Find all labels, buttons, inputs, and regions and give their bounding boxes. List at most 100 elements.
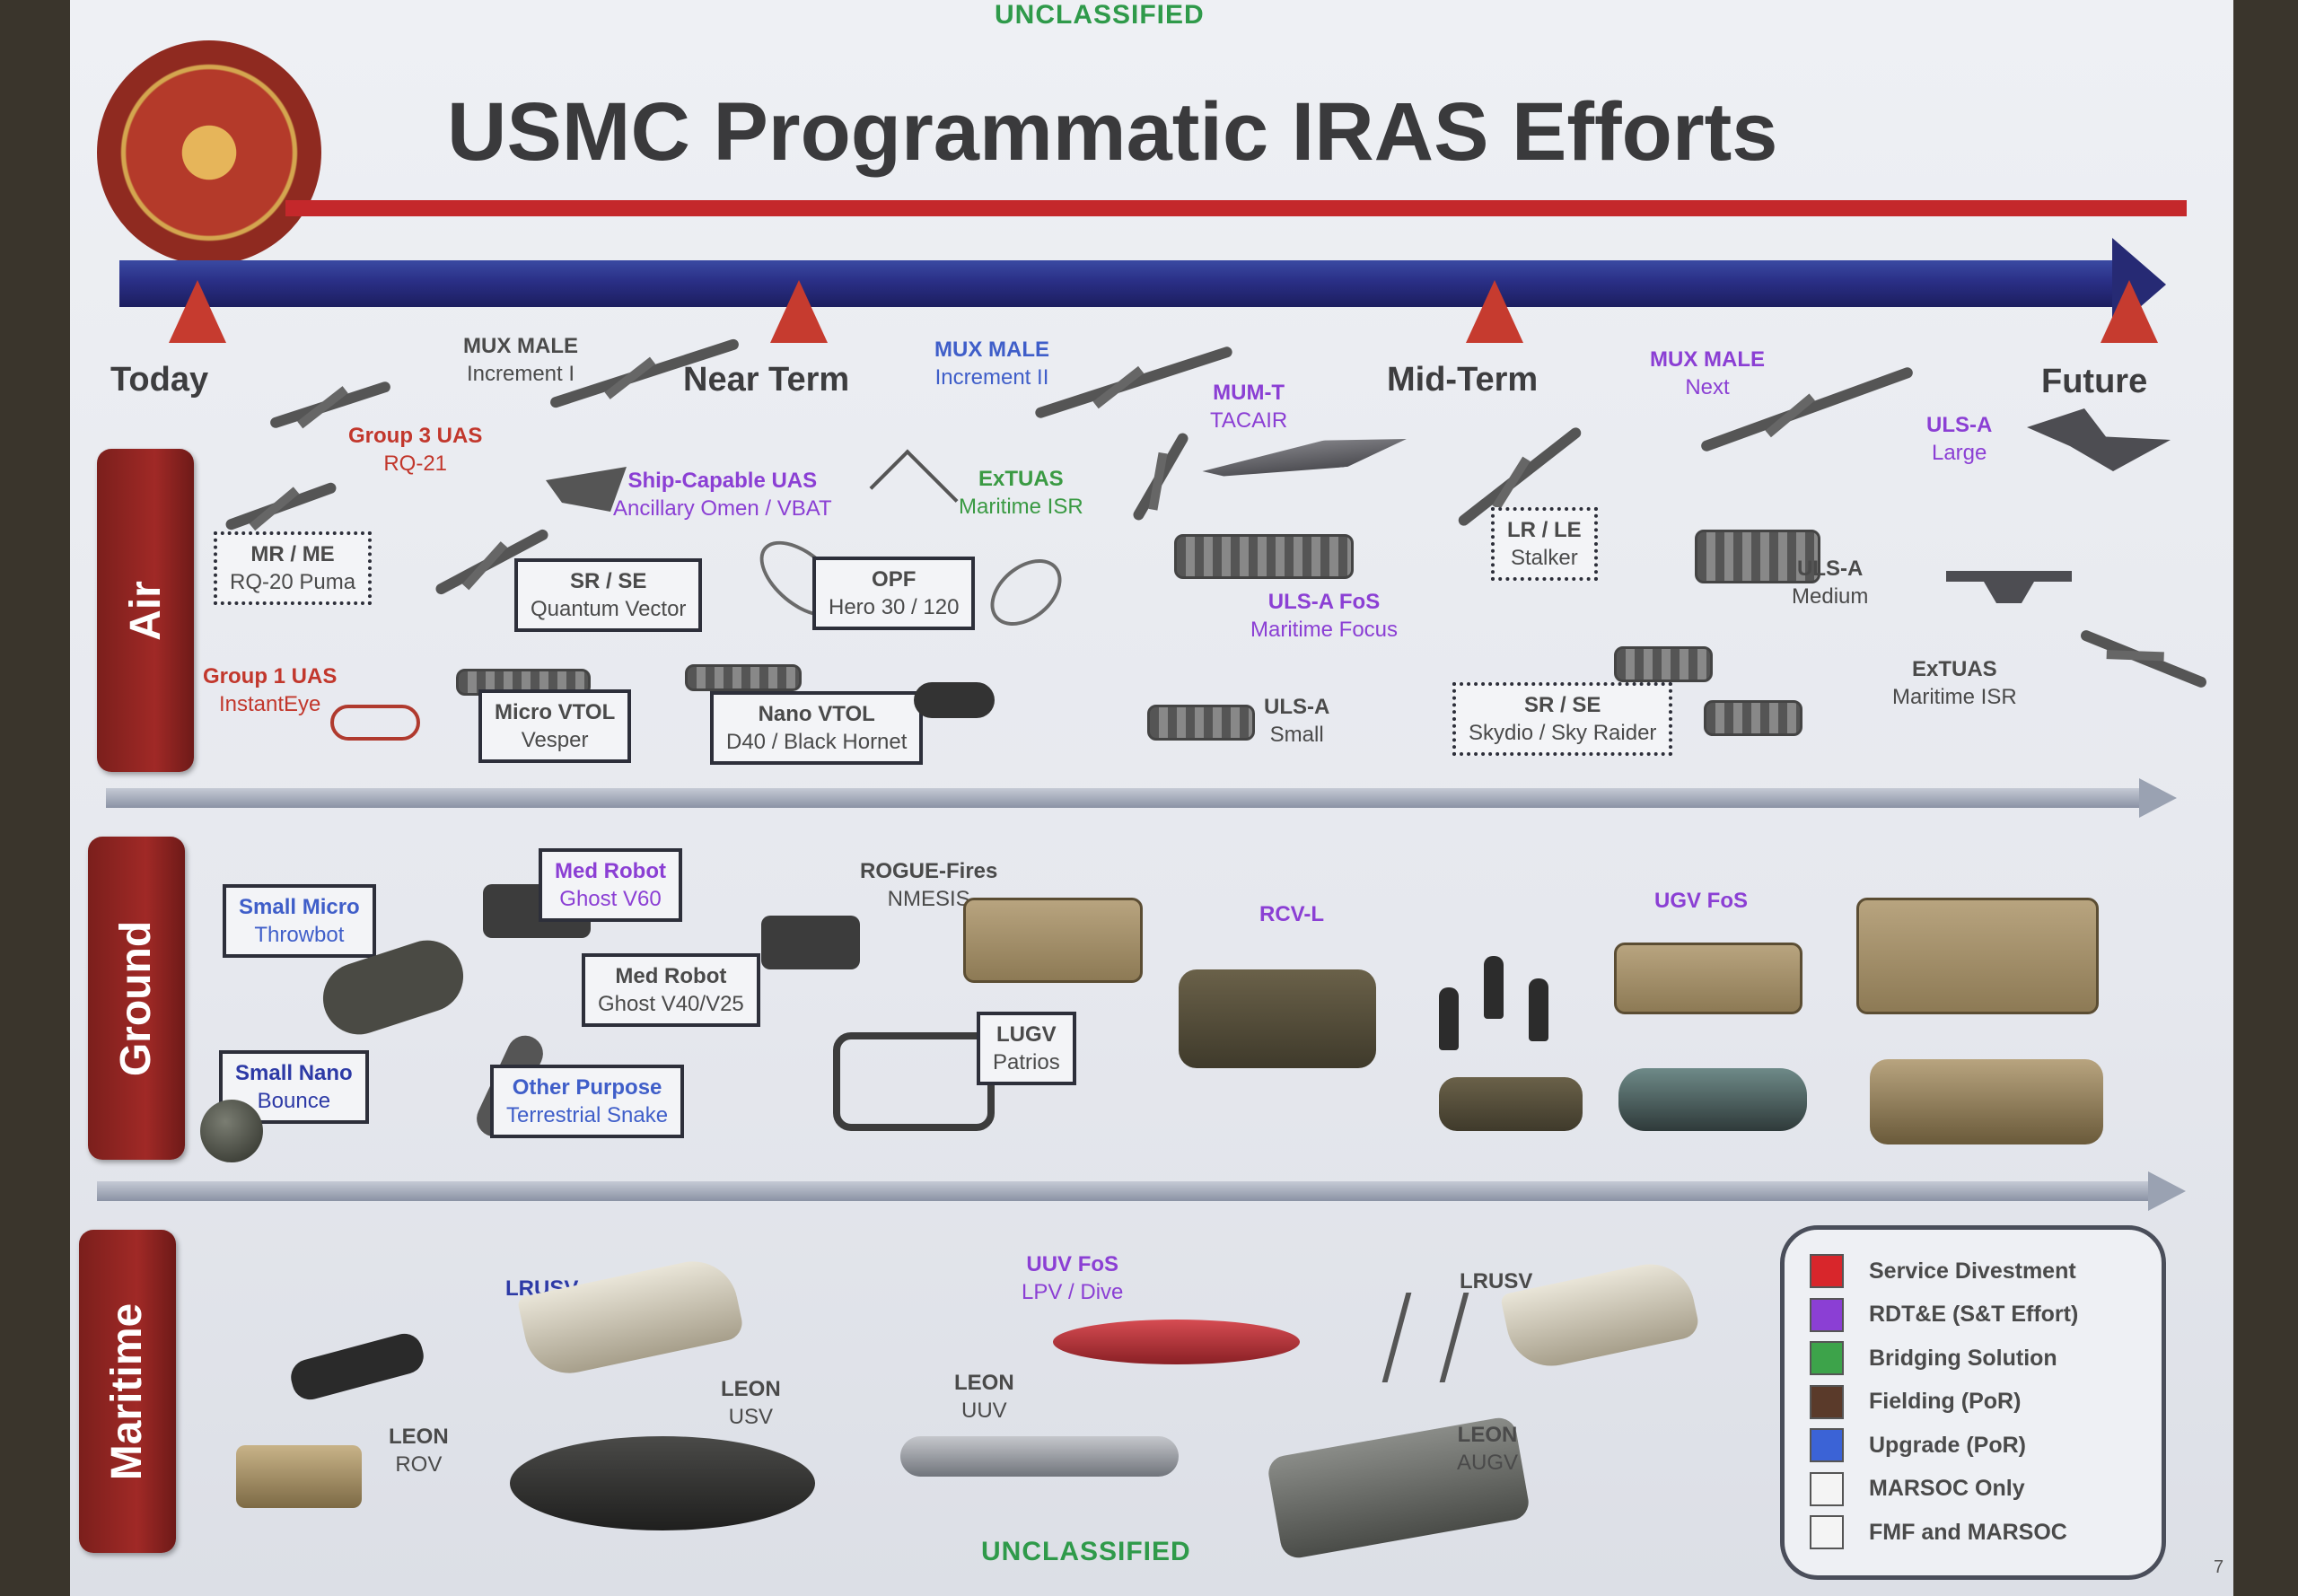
divider-arrowhead — [2148, 1171, 2186, 1211]
small-ugv-icon — [1439, 1077, 1583, 1131]
ugv-utility-vehicle-icon — [1614, 943, 1802, 1014]
legend-row: Upgrade (PoR) — [1810, 1424, 2136, 1468]
ulsa-fos-quadcopter-icon — [1174, 534, 1354, 579]
puma-drone-icon — [224, 481, 338, 531]
leon-rov-icon — [236, 1445, 362, 1508]
ulsa-small-quadcopter-icon — [1147, 705, 1255, 741]
launcher-icon — [1381, 1293, 1469, 1382]
tiltrotor-aircraft-icon — [1946, 571, 2072, 603]
marine-figure-icon — [1529, 978, 1548, 1041]
tracked-ugv-icon — [1870, 1059, 2103, 1144]
classification-top: UNCLASSIFIED — [995, 0, 1205, 30]
milestone-marker-future — [2101, 280, 2158, 343]
mux-male-inc2-drone-icon — [1033, 345, 1234, 420]
legend-swatch — [1810, 1341, 1844, 1376]
divider-arrow-air-ground — [106, 788, 2144, 808]
legend-label: RDT&E (S&T Effort) — [1869, 1302, 2079, 1328]
skydio-drone-icon — [1614, 646, 1713, 682]
milestone-marker-mid-term — [1466, 280, 1523, 343]
legend-swatch — [1810, 1471, 1844, 1506]
jltv-vehicle-icon — [1856, 898, 2099, 1014]
marine-figure-icon — [1439, 987, 1459, 1050]
legend-row: Bridging Solution — [1810, 1337, 2136, 1381]
vbat-drone-icon — [869, 449, 959, 539]
domain-tab-ground: Ground — [88, 837, 185, 1160]
legend-swatch — [1810, 1254, 1844, 1289]
timeline-bar — [119, 260, 2130, 307]
classification-bottom: UNCLASSIFIED — [981, 1537, 1191, 1566]
legend-row: Fielding (PoR) — [1810, 1381, 2136, 1425]
page-title: USMC Programmatic IRAS Efforts — [447, 86, 1778, 178]
milestone-marker-today — [169, 280, 226, 343]
milestone-label-near-term: Near Term — [683, 361, 850, 399]
legend-label: Bridging Solution — [1869, 1345, 2057, 1371]
ghost-v40-robot-dog-icon — [761, 916, 860, 969]
eagle-globe-anchor-icon — [167, 110, 251, 195]
usmc-seal-logo — [97, 40, 321, 265]
domain-tab-maritime: Maritime — [79, 1230, 176, 1553]
label-lrusv-2: LRUSV — [1460, 1269, 1533, 1293]
label-ugv-fos: UGV FoS — [1654, 889, 1749, 913]
marine-figure-icon — [1484, 956, 1504, 1019]
rcv-l-tracked-vehicle-icon — [1179, 969, 1376, 1068]
divider-arrowhead — [2139, 778, 2177, 818]
lpv-dive-uuv-icon — [1053, 1320, 1300, 1364]
domain-tab-air-label: Air — [121, 580, 170, 641]
slide: UNCLASSIFIED USMC Programmatic IRAS Effo… — [70, 0, 2233, 1596]
patrios-ugv-icon — [833, 1032, 995, 1131]
milestone-label-future: Future — [2041, 363, 2148, 400]
leon-usv-vessel-icon — [510, 1436, 815, 1530]
milestone-label-mid-term: Mid-Term — [1387, 361, 1539, 399]
instanteye-drone-icon — [330, 705, 420, 741]
black-hornet-icon — [914, 682, 995, 718]
bounce-robot-ball-icon — [200, 1100, 263, 1162]
legend-label: Fielding (PoR) — [1869, 1389, 2022, 1415]
legend-swatch — [1810, 1428, 1844, 1463]
title-rule — [285, 200, 2187, 216]
legend-row: Service Divestment — [1810, 1250, 2136, 1293]
milestone-label-today: Today — [110, 361, 209, 399]
page-number: 7 — [2214, 1557, 2224, 1577]
milestone-marker-near-term — [770, 280, 828, 343]
legend-row: FMF and MARSOC — [1810, 1511, 2136, 1555]
extuas-drone-icon — [1131, 431, 1190, 522]
domain-tab-maritime-label: Maritime — [103, 1302, 152, 1480]
sky-raider-drone-icon — [1704, 700, 1802, 736]
legend-swatch — [1810, 1384, 1844, 1419]
diver-icon — [286, 1329, 428, 1404]
hero-loitering-munition-icon — [978, 546, 1074, 639]
legend-swatch — [1810, 1515, 1844, 1550]
legend-label: Upgrade (PoR) — [1869, 1432, 2026, 1458]
ulsa-medium-multirotor-icon — [1695, 530, 1820, 583]
d40-drone-icon — [685, 664, 802, 691]
domain-tab-air: Air — [97, 449, 194, 772]
legend: Service Divestment RDT&E (S&T Effort) Br… — [1780, 1225, 2166, 1580]
